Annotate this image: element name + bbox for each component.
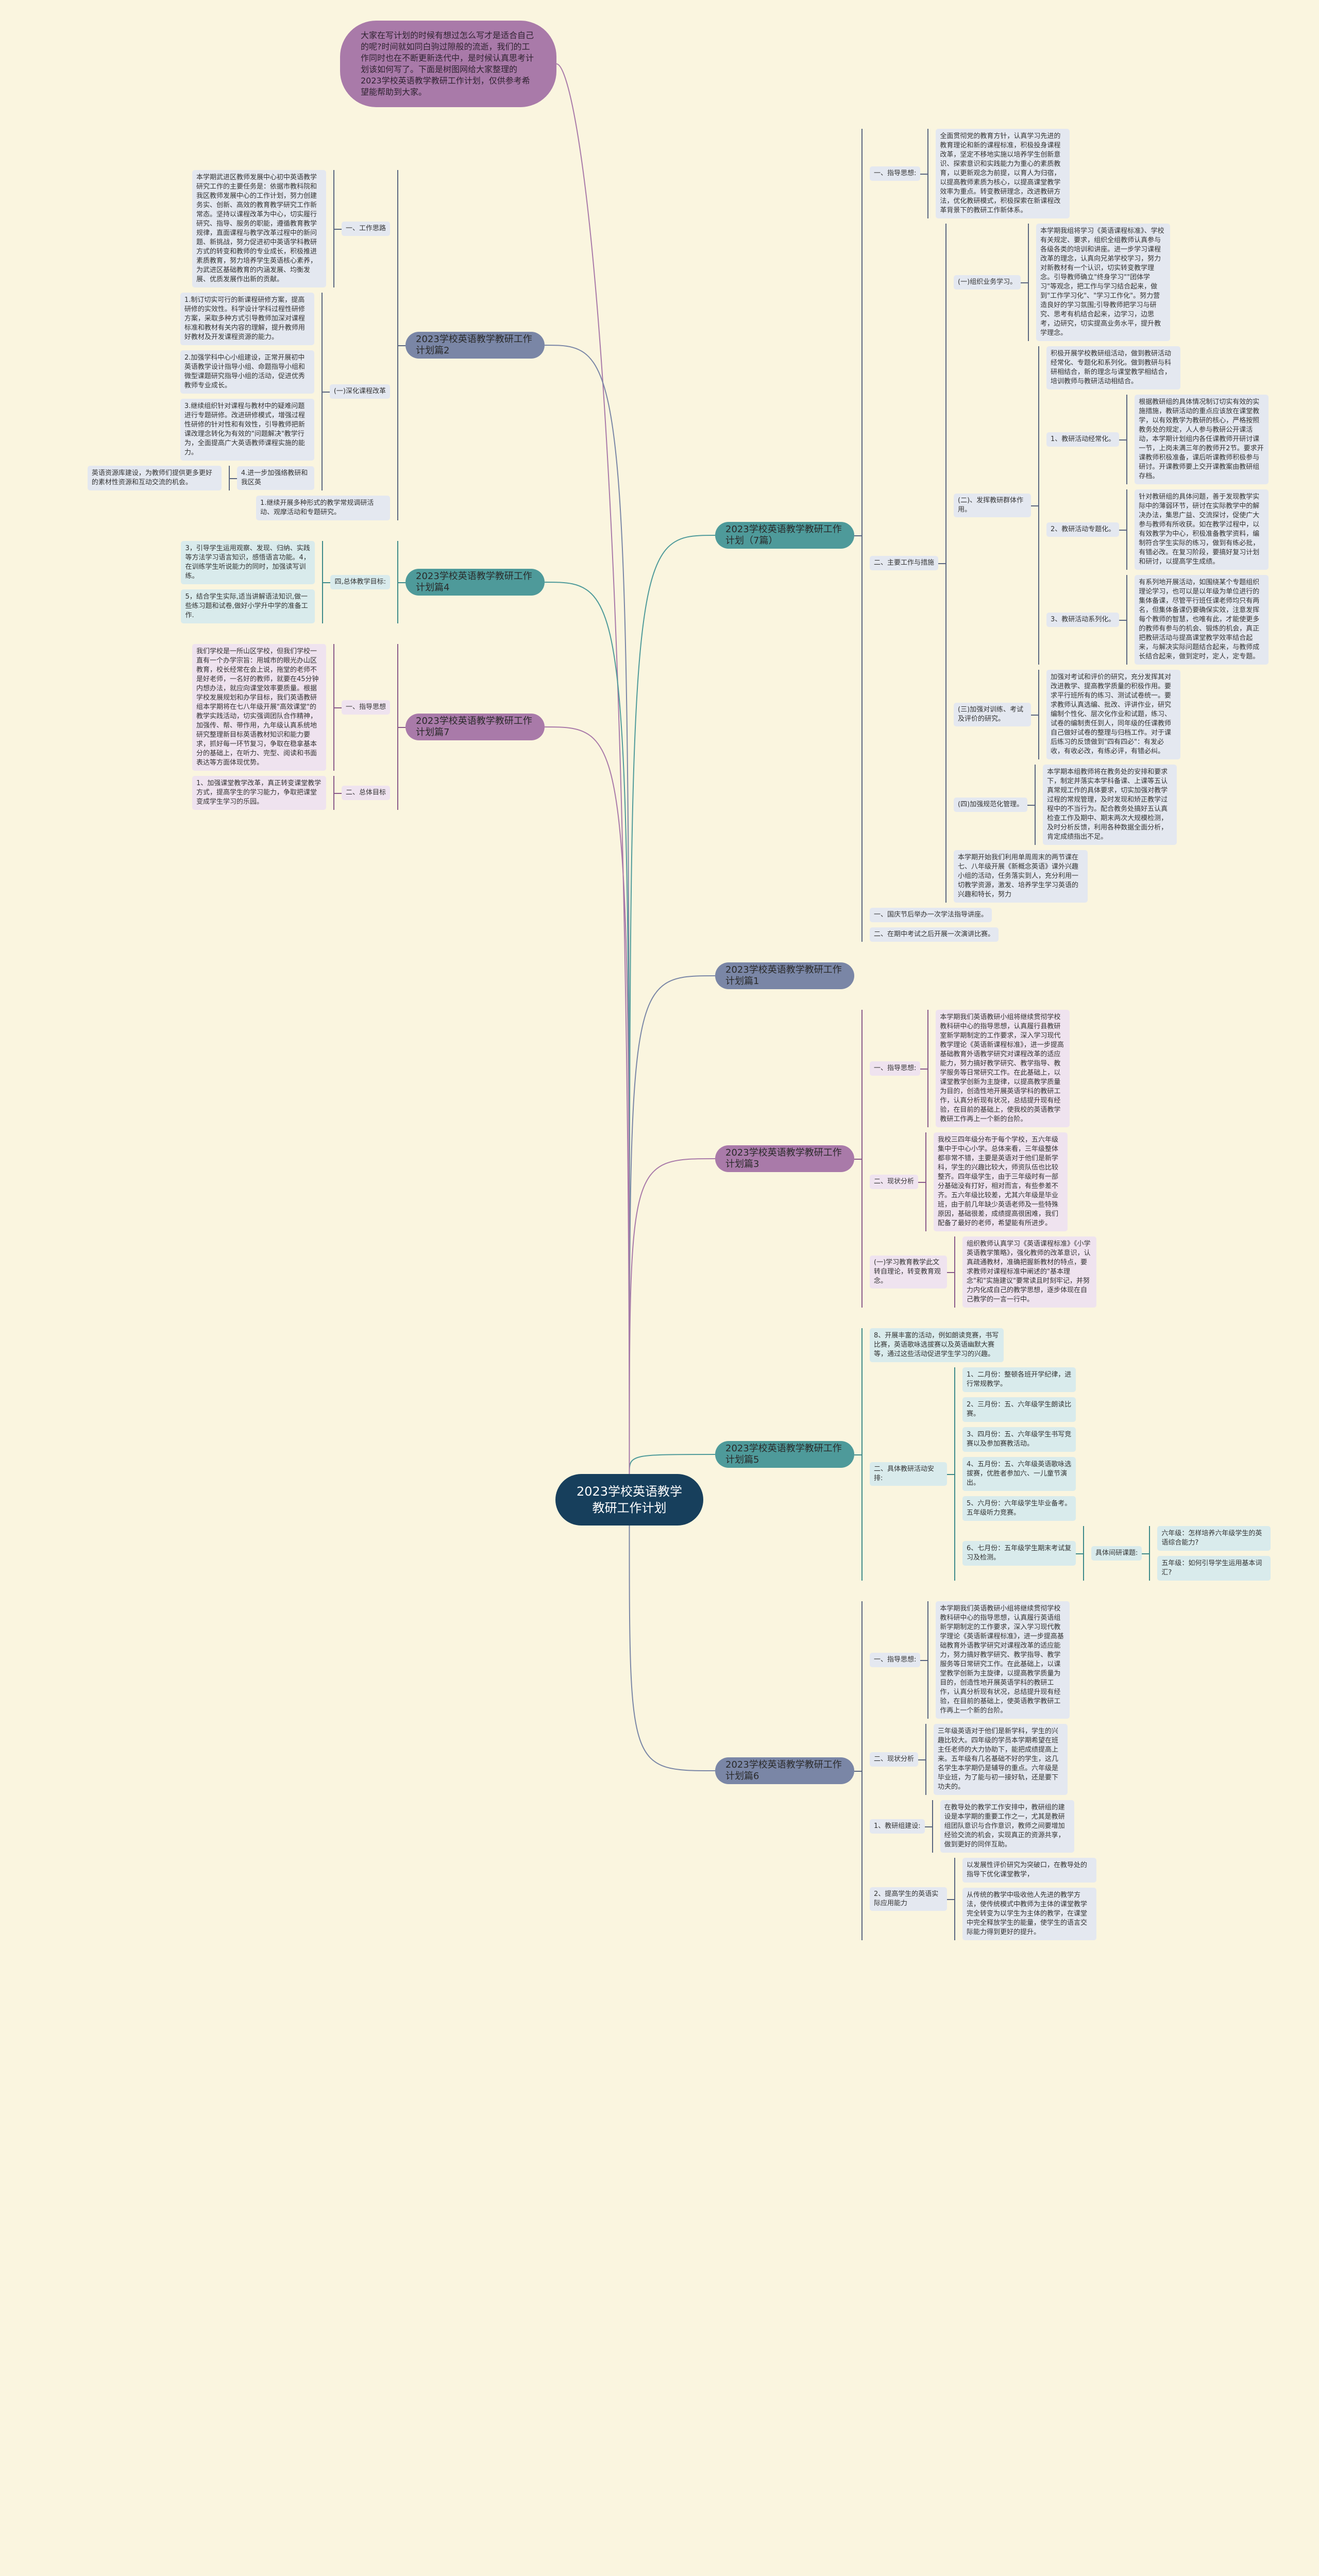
topic-regular[interactable]: 1、教研活动经常化。 xyxy=(1046,432,1120,447)
topic-exam[interactable]: (三)加强对训练、考试及评价的研究。 xyxy=(954,703,1031,726)
topic-special[interactable]: 2、教研活动专题化。 xyxy=(1046,522,1120,537)
leaf-guiding: 全面贯彻党的教育方针，认真学习先进的教育理论和新的课程标准，积极投身课程改革，坚… xyxy=(936,129,1070,218)
branch-part-4[interactable]: 2023学校英语教学教研工作计划篇4 xyxy=(405,569,545,596)
root-node[interactable]: 2023学校英语教学教研工作计划 xyxy=(555,1474,703,1526)
topic-goals[interactable]: 四,总体教学目标: xyxy=(330,575,390,589)
topic-speech[interactable]: 二、在期中考试之后开展一次演讲比赛。 xyxy=(870,927,999,942)
leaf-reform-4: 英语资源库建设，为教师们提供更多更好的素材性资源和互动交流的机会。 xyxy=(87,466,222,490)
leaf-status: 三年级英语对于他们是新学科，学生的兴趣比较大。四年级的学员本学期希望在班主任老师… xyxy=(934,1724,1068,1795)
branch-part-6[interactable]: 2023学校英语教学教研工作计划篇6 xyxy=(715,1757,854,1784)
topic-theory[interactable]: (一)学习教育教学此文转自理论，转变教育观念。 xyxy=(870,1256,947,1289)
topic-group[interactable]: (二)、发挥教研群体作用。 xyxy=(954,494,1031,517)
schedule-item: 5、六月份：六年级学生毕业备考。五年级听力竞赛。 xyxy=(962,1496,1076,1521)
leaf-study: 本学期我组将学习《英语课程标准》、学校有关规定、要求，组织全组教师认真参与各级各… xyxy=(1036,224,1171,341)
branch-overview[interactable]: 2023学校英语教学教研工作计划（7篇） xyxy=(715,522,854,549)
tree-part-5: 2023学校英语教学教研工作计划篇5 8、开展丰富的活动，例如朗读竞赛，书写比赛… xyxy=(715,1328,1271,1581)
schedule-item: 2、三月份：五、六年级学生朗读比赛。 xyxy=(962,1397,1076,1422)
topic-lecture[interactable]: 一、国庆节后举办一次学法指导讲座。 xyxy=(870,908,992,922)
leaf-series: 有系列地开展活动，如围绕某个专题组织理论学习，也可以是以年级为单位进行的集体备课… xyxy=(1135,575,1269,665)
tree-part-1: 2023学校英语教学教研工作计划篇1 xyxy=(715,962,854,989)
topic-status[interactable]: 二、现状分析 xyxy=(870,1752,919,1767)
intro-node[interactable]: 大家在写计划的时候有想过怎么写才是适合自己的呢?时间就如同白驹过隙般的流逝，我们… xyxy=(340,21,556,107)
leaf-guiding: 本学期我们英语教研小组将继续贯彻学校教科研中心的指导思想，认真履行英语组新学期制… xyxy=(936,1601,1070,1719)
schedule-item: 1、二月份：整顿各班开学纪律，进行常规教学。 xyxy=(962,1367,1076,1392)
tree-part-4: 2023学校英语教学教研工作计划篇4 四,总体教学目标: 3，引导学生运用观察、… xyxy=(181,541,545,623)
schedule-item: 3、四月份：五、六年级学生书写竞赛以及参加赛教活动。 xyxy=(962,1427,1076,1452)
topic-status[interactable]: 二、现状分析 xyxy=(870,1175,919,1189)
connector-line xyxy=(629,535,716,1475)
branch-part-1[interactable]: 2023学校英语教学教研工作计划篇1 xyxy=(715,962,854,989)
left-branches: 2023学校英语教学教研工作计划篇2 一、工作思路 本学期武进区教师发展中心初中… xyxy=(87,170,545,810)
leaf-regular: 根据教研组的具体情况制订切实有效的实施措施，教研活动的重点应该放在课堂教学，以有… xyxy=(1135,395,1269,484)
topic-research[interactable]: 具体间研课题: xyxy=(1091,1546,1142,1561)
topic-team[interactable]: 1、教研组建设: xyxy=(870,1819,925,1834)
topic-manage[interactable]: (四)加强规范化管理。 xyxy=(954,798,1028,812)
leaf-routine-1: 1.继续开展多种形式的教学常规调研活动、观摩活动和专题研究。 xyxy=(256,496,390,520)
tree-part-7: 2023学校英语教学教研工作计划篇7 一、指导思想 我们学校是一所山区学校，但我… xyxy=(192,644,545,810)
connector-line xyxy=(544,726,630,1475)
leaf-special: 针对教研组的具体问题，善于发现教学实际中的薄弱环节，研讨在实际教学中的解决办法，… xyxy=(1135,489,1269,570)
leaf-guiding: 本学期我们英语教研小组将继续贯彻学校教科研中心的指导思想，认真履行县教研室新学期… xyxy=(936,1010,1070,1127)
tree-overview: 2023学校英语教学教研工作计划（7篇） 一、指导思想: 全面贯彻党的教育方针，… xyxy=(715,129,1269,942)
schedule-item: 4、五月份：五、六年级英语歌咏选拔赛，优胜者参加六、一儿童节演出。 xyxy=(962,1457,1076,1491)
leaf-theory: 组织教师认真学习《英语课程标准》《小学英语教学策略》，强化教师的改革意识，认真疏… xyxy=(962,1236,1096,1308)
connector-line xyxy=(544,582,630,1475)
leaf-goal-1: 1、加强课堂教学改革，真正转变课堂教学方式，提高学生的学习能力，争取把课堂变成学… xyxy=(192,776,326,810)
topic-series[interactable]: 3、教研活动系列化。 xyxy=(1046,613,1120,627)
topic-schedule[interactable]: 二、具体教研活动安排: xyxy=(870,1462,947,1486)
leaf-guiding: 我们学校是一所山区学校，但我们学校一直有一个办学宗旨：用城市的眼光办山区教育，校… xyxy=(192,644,326,771)
topic-goals[interactable]: 二、总体目标 xyxy=(341,786,390,800)
tree-part-2: 2023学校英语教学教研工作计划篇2 一、工作思路 本学期武进区教师发展中心初中… xyxy=(87,170,545,520)
branch-part-7[interactable]: 2023学校英语教学教研工作计划篇7 xyxy=(405,714,545,740)
leaf-goal-3: 3，引导学生运用观察、发现、归纳、实践等方法学习语言知识，感悟语言功能。4，在训… xyxy=(181,541,315,584)
topic-ability[interactable]: 2、提高学生的英语实际应用能力 xyxy=(870,1887,947,1911)
leaf-manage: 本学期本组教师将在教务处的安排和要求下，制定并落实本学科备课、上课等五认真常规工… xyxy=(1043,765,1177,845)
leaf-exam: 加强对考试和评价的研究，充分发挥其对改进教学、提高教学质量的积极作用。要求平行班… xyxy=(1046,670,1181,759)
leaf-club: 本学期开始我们利用单周周末的两节课在七、八年级开展《新概念英语》课外兴趣小组的活… xyxy=(954,850,1088,903)
leaf-activities: 8、开展丰富的活动，例如朗读竞赛，书写比赛，英语歌咏选拔赛以及英语幽默大赛等，通… xyxy=(870,1328,1004,1362)
leaf-ability-1: 以发展性评价研究为突破口，在教导处的指导下优化课堂教学， xyxy=(962,1858,1096,1883)
topic-reform-4[interactable]: 4.进一步加强络教研和我区英 xyxy=(236,466,314,490)
connector-line xyxy=(629,975,716,1475)
topic-guiding[interactable]: 一、指导思想: xyxy=(870,166,921,181)
connector-line xyxy=(629,1525,716,1771)
topic-guiding[interactable]: 一、指导思想: xyxy=(870,1653,921,1667)
branch-part-5[interactable]: 2023学校英语教学教研工作计划篇5 xyxy=(715,1441,854,1468)
connector-lines xyxy=(544,63,716,1771)
leaf-ability-2: 从传统的教学中吸收他人先进的教学方法，使传统模式中教师为主体的课堂教学完全转变为… xyxy=(962,1888,1096,1940)
topic-main-work[interactable]: 二、主要工作与措施 xyxy=(870,556,939,570)
connector-line xyxy=(556,63,630,1475)
leaf-topic-grade5: 五年级：如何引导学生运用基本词汇? xyxy=(1157,1556,1271,1581)
tree-part-6: 2023学校英语教学教研工作计划篇6 一、指导思想: 本学期我们英语教研小组将继… xyxy=(715,1601,1096,1940)
leaf-reform-3: 3.继续组织针对课程与教材中的疑难问题进行专题研修。改进研修模式，增强过程性研修… xyxy=(180,399,314,461)
branch-part-2[interactable]: 2023学校英语教学教研工作计划篇2 xyxy=(405,332,545,359)
connector-line xyxy=(544,345,630,1475)
leaf-work-idea: 本学期武进区教师发展中心初中英语教学研究工作的主要任务是：依据市教科院和我区教师… xyxy=(192,170,326,287)
leaf-team: 在教导处的教学工作安排中，教研组的建设是本学期的重要工作之一，尤其是教研组团队意… xyxy=(940,1800,1074,1853)
topic-reform[interactable]: (一)深化课程改革 xyxy=(329,384,390,399)
topic-guiding[interactable]: 一、指导思想 xyxy=(341,700,390,715)
topic-study[interactable]: (一)组织业务学习。 xyxy=(954,275,1021,290)
leaf-status: 我校三四年级分布于每个学校，五六年级集中于中心小学。总体来看，三年级整体都非常不… xyxy=(934,1132,1068,1231)
schedule-item: 6、七月份：五年级学生期末考试复习及检测。 xyxy=(962,1541,1076,1566)
topic-work-idea[interactable]: 一、工作思路 xyxy=(341,222,390,236)
leaf-topic-grade6: 六年级：怎样培养六年级学生的英语综合能力? xyxy=(1157,1526,1271,1551)
right-branches: 2023学校英语教学教研工作计划（7篇） 一、指导思想: 全面贯彻党的教育方针，… xyxy=(715,129,1271,1940)
leaf-goal-5: 5，结合学生实际,适当讲解语法知识,做一些练习题和试卷,做好小学升中学的准备工作… xyxy=(181,589,315,623)
leaf-group: 积极开展学校教研组活动，做到教研活动经常化、专题化和系列化。做到教研与科研相结合… xyxy=(1046,346,1181,389)
leaf-reform-2: 2.加强学科中心小组建设，正常开展初中英语教学设计指导小组、命题指导小组和微型课… xyxy=(180,350,314,394)
connector-line xyxy=(629,1158,716,1475)
branch-part-3[interactable]: 2023学校英语教学教研工作计划篇3 xyxy=(715,1145,854,1172)
tree-part-3: 2023学校英语教学教研工作计划篇3 一、指导思想: 本学期我们英语教研小组将继… xyxy=(715,1010,1096,1308)
connector-line xyxy=(629,1454,716,1475)
topic-guiding[interactable]: 一、指导思想: xyxy=(870,1061,921,1076)
leaf-reform-1: 1.制订切实可行的新课程研修方案，提高研修的实效性。科学设计学科过程性研修方案，… xyxy=(180,293,314,345)
